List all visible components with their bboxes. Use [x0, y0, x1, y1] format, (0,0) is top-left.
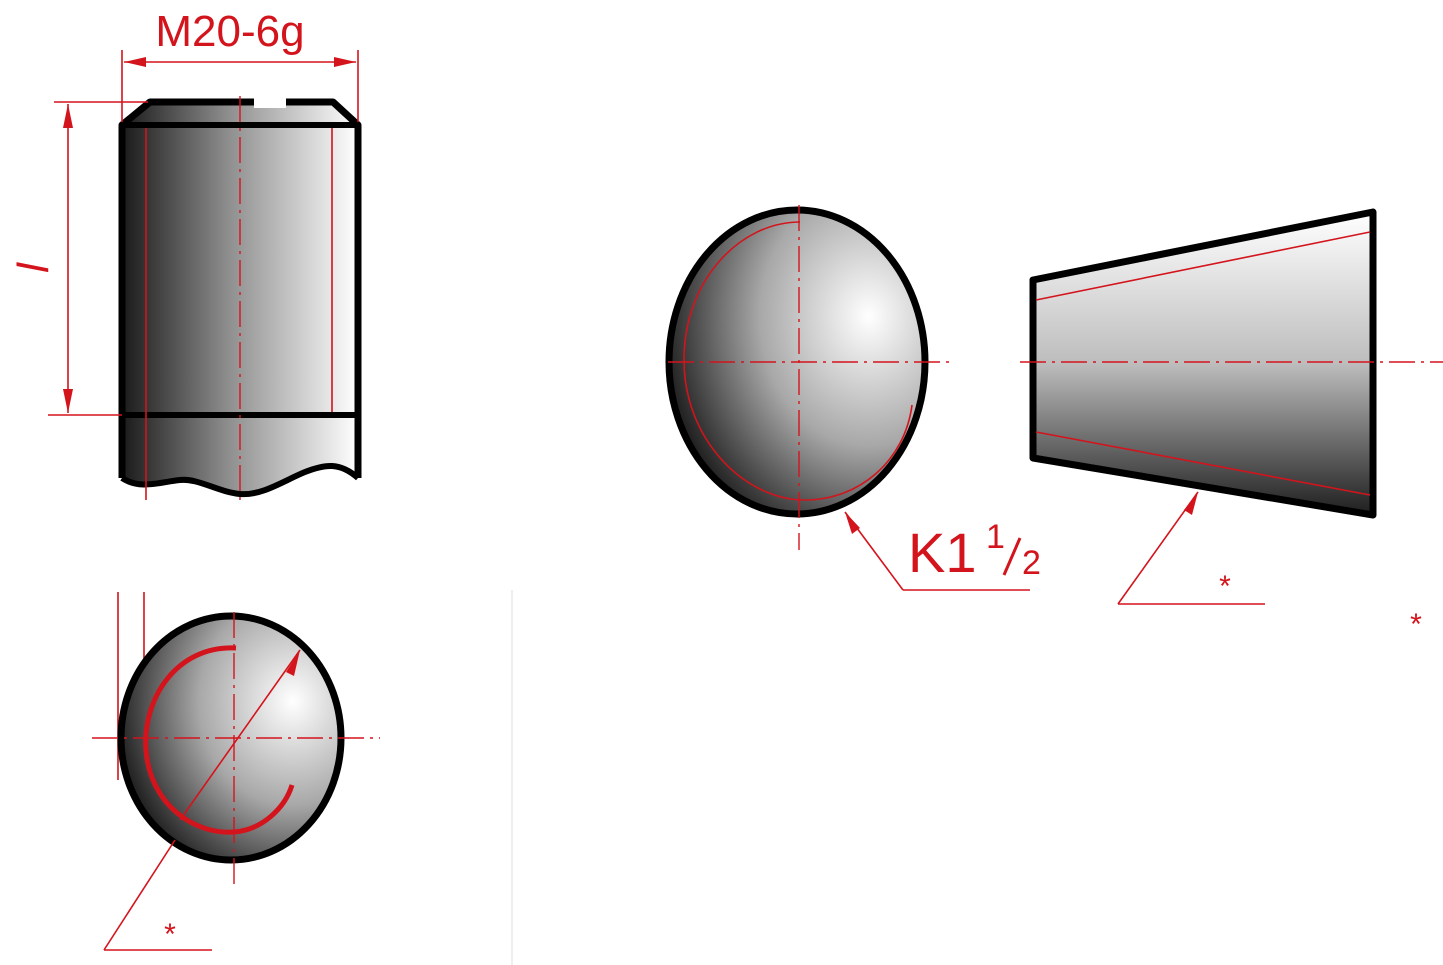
cone-star-label: * — [1219, 570, 1231, 603]
cone-thread-line-bottom — [1035, 431, 1371, 496]
end-view-leader — [103, 839, 176, 951]
dim-arrow-top — [63, 104, 73, 128]
cone-leader-arrow — [1184, 492, 1198, 515]
cone-thread-arc — [683, 221, 913, 501]
dim-arrow-bottom — [63, 389, 73, 413]
cylinder-outline — [118, 98, 362, 478]
label-mask — [254, 58, 286, 108]
cylinder-body — [122, 102, 358, 495]
thread-minor-arc — [143, 645, 295, 835]
cone-thread-fraction-den: 2 — [1022, 544, 1041, 582]
cone-outline — [1029, 208, 1377, 519]
dim-arrow-right — [334, 57, 356, 67]
cone-thread-line-top — [1035, 231, 1371, 301]
end-view-diameter-arrow — [286, 650, 300, 676]
end-view-star-label: * — [164, 918, 176, 951]
cone-edge-star-label: * — [1410, 608, 1422, 641]
length-label: l — [9, 262, 58, 273]
external-thread-cylinder: M20-6g l — [9, 7, 362, 505]
cone-end-leader-arrow — [845, 512, 860, 534]
cone-thread-fraction-bar — [1002, 537, 1022, 576]
cone-thread-side-view: * * — [1020, 208, 1443, 641]
end-view-diameter-line — [179, 649, 301, 821]
thread-designation-label: M20-6g — [155, 7, 304, 56]
cylinder-break-line — [120, 463, 360, 498]
thread-end-view: * — [92, 592, 380, 951]
cone-thread-fraction-num: 1 — [986, 518, 1005, 556]
cone-thread-label: K1 — [908, 521, 977, 584]
cone-leader — [1117, 491, 1199, 605]
cone-body — [1033, 212, 1373, 515]
dim-arrow-left — [124, 57, 146, 67]
cone-thread-end-view: K1 1 2 — [665, 205, 1041, 591]
